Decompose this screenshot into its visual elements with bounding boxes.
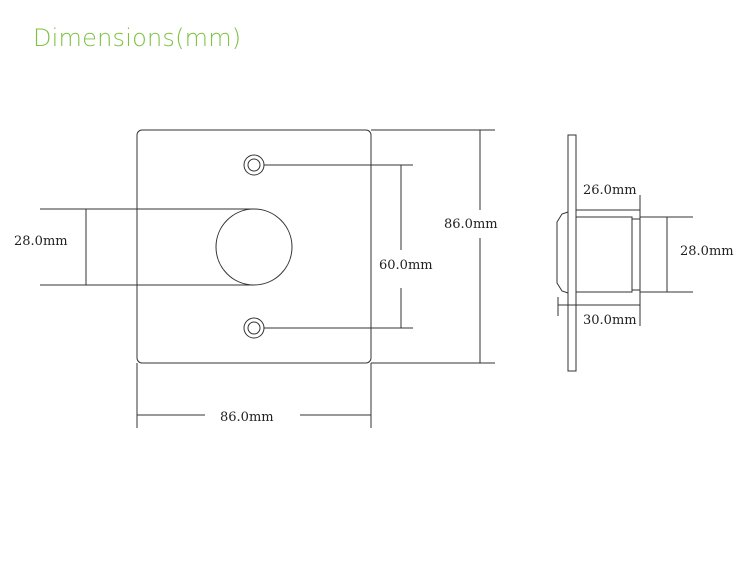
width-label: 86.0mm <box>220 410 274 425</box>
side-plate <box>567 134 577 372</box>
height-label: 86.0mm <box>444 217 498 232</box>
front-view: 28.0mm 60.0mm 86.0mm 86.0mm <box>14 129 498 428</box>
top-screw-hole-outer <box>243 154 265 176</box>
hole-spacing-label: 60.0mm <box>379 258 433 273</box>
side-view: 28.0mm 26.0mm 30.0mm <box>556 134 734 372</box>
bottom-screw-hole-inner <box>247 321 261 335</box>
page-title: Dimensions(mm) <box>33 24 242 52</box>
body-diameter-label: 28.0mm <box>680 244 734 259</box>
body-ring <box>631 218 641 291</box>
button-body <box>575 216 633 293</box>
button-head <box>556 211 569 294</box>
button-hole <box>215 208 293 286</box>
bottom-screw-hole-outer <box>243 317 265 339</box>
total-length-label: 30.0mm <box>583 313 637 328</box>
faceplate-outline <box>136 129 372 364</box>
button-diameter-label: 28.0mm <box>14 234 68 249</box>
top-screw-hole-inner <box>247 158 261 172</box>
body-length-label: 26.0mm <box>583 183 637 198</box>
